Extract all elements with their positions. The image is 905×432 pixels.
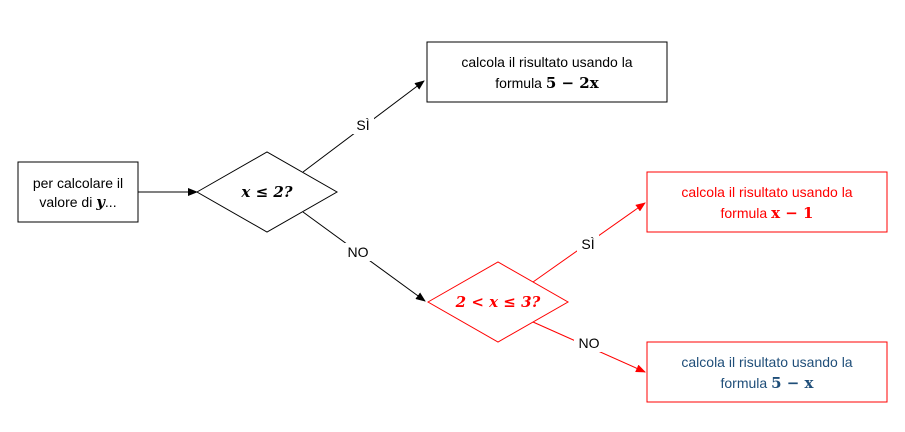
result3-line1: calcola il risultato usando la [681,354,852,370]
edge-label-yes2: SÌ [577,235,599,253]
decision1-diamond: x ≤ 2? [195,151,339,233]
result2-line1: calcola il risultato usando la [681,184,852,200]
decision1-condition: x ≤ 2? [240,183,292,201]
edge-label-yes1: SÌ [352,116,374,134]
svg-text:NO: NO [579,335,600,351]
decision2-condition: 2 < x ≤ 3? [455,293,541,311]
result3-box: calcola il risultato usando la formula 5… [646,341,888,403]
result2-line2: formula x − 1 [721,204,814,222]
svg-text:NO: NO [348,244,369,260]
svg-text:SÌ: SÌ [356,117,369,133]
start-box: per calcolare il valore di y... [17,161,139,223]
svg-text:SÌ: SÌ [581,236,594,252]
edge-label-no1: NO [343,243,373,261]
result1-box: calcola il risultato usando la formula 5… [426,41,668,103]
start-line2: valore di y... [39,193,116,211]
start-line1: per calcolare il [33,175,123,191]
edge-label-no2: NO [574,334,604,352]
result2-box: calcola il risultato usando la formula x… [646,171,888,233]
result1-line1: calcola il risultato usando la [461,54,632,70]
decision2-diamond: 2 < x ≤ 3? [426,261,570,343]
result1-line2: formula 5 − 2x [495,74,599,92]
result3-line2: formula 5 − x [721,374,815,392]
